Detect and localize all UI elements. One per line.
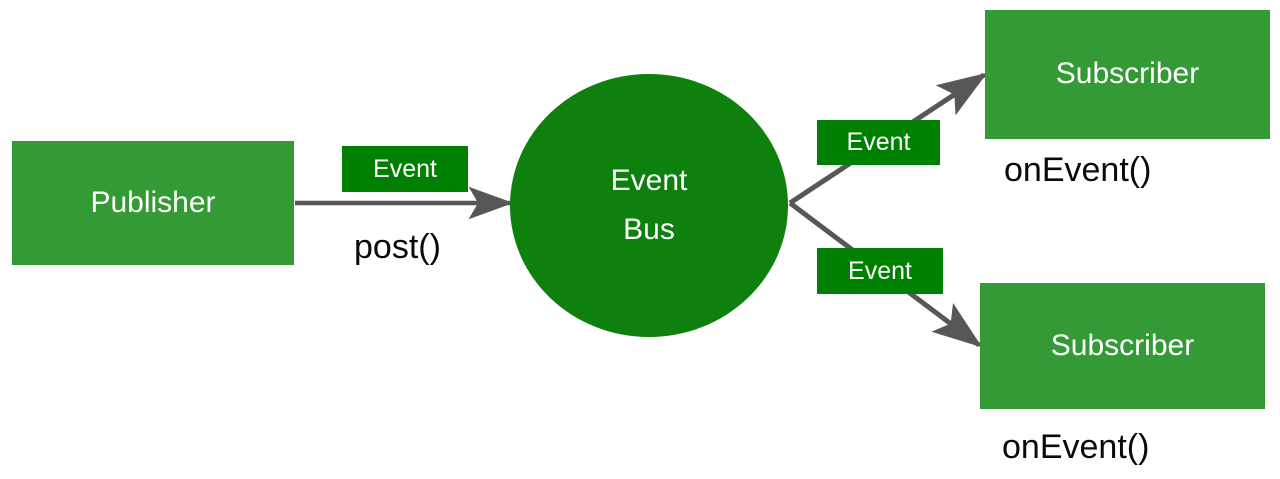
chip-event-deliver-top[interactable]: Event (817, 120, 940, 165)
node-subscriber-bottom[interactable]: Subscriber (980, 283, 1265, 409)
node-subscriber-bottom-label: Subscriber (1050, 328, 1195, 362)
node-event-bus[interactable]: Event Bus (510, 74, 788, 337)
node-subscriber-top-label: Subscriber (1055, 57, 1200, 91)
node-event-bus-label-line1: Event (610, 164, 688, 197)
caption-on-event-bottom-label: onEvent() (1002, 428, 1150, 466)
caption-on-event-bottom: onEvent() (1002, 430, 1149, 464)
chip-event-deliver-bottom[interactable]: Event (817, 248, 943, 294)
caption-post: post() (354, 230, 441, 264)
caption-post-label: post() (354, 228, 441, 266)
chip-event-publish-label: Event (373, 154, 437, 183)
chip-event-publish[interactable]: Event (342, 146, 468, 192)
caption-on-event-top-label: onEvent() (1004, 151, 1152, 189)
node-publisher-label: Publisher (90, 185, 216, 219)
caption-on-event-top: onEvent() (1004, 153, 1151, 187)
node-publisher[interactable]: Publisher (12, 141, 294, 265)
node-event-bus-label-line2: Bus (623, 212, 675, 246)
chip-event-deliver-top-label: Event (846, 128, 911, 156)
chip-event-deliver-bottom-label: Event (848, 256, 912, 285)
node-subscriber-top[interactable]: Subscriber (985, 10, 1270, 139)
